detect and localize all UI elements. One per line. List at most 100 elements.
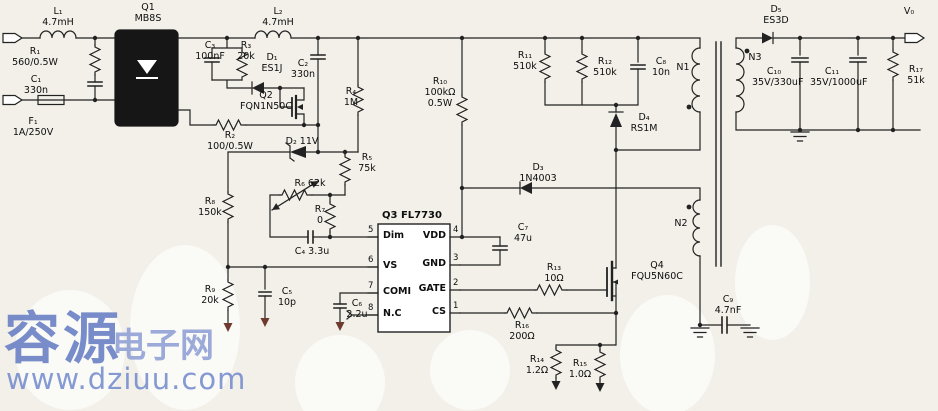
resistor-r4-symbol: [352, 37, 364, 153]
ground-symbol-aux: [690, 327, 710, 338]
capacitor-c9-symbol: [721, 316, 728, 334]
bridge-rectifier-q1-symbol: [114, 29, 179, 127]
capacitor-c10-symbol: [791, 57, 809, 63]
resistor-r12-symbol: [576, 51, 588, 83]
wires-secondary: [735, 37, 921, 131]
capacitor-c8-symbol: [630, 64, 646, 70]
label-v0: V₀: [903, 6, 915, 17]
junction-dots: [92, 35, 896, 348]
ic-title: Q3 FL7730: [382, 210, 442, 221]
background-blob: [735, 225, 810, 340]
ic-pin-number-8: 8: [368, 303, 374, 313]
output-terminal: [904, 32, 925, 44]
mosfet-q2-symbol: [279, 87, 305, 126]
ground-symbol-c10: [790, 131, 810, 142]
wires-damper: [177, 37, 319, 126]
capacitor-c4-symbol: [307, 230, 314, 244]
wires-vdd: [459, 37, 701, 266]
resistor-r17-symbol: [887, 49, 899, 81]
ic-pin-number-7: 7: [368, 281, 374, 291]
background-blob: [620, 295, 715, 411]
wires-gate-cs: [459, 289, 617, 384]
background-blob: [130, 245, 240, 410]
ic-q3-symbol: [367, 223, 461, 333]
ic-pin-number-4: 4: [453, 225, 459, 235]
capacitor-c3-symbol: [204, 47, 220, 81]
chassis-arrow-c6: [335, 322, 345, 331]
fuse-f1-symbol: [37, 94, 65, 106]
chassis-arrow-r9: [223, 323, 233, 332]
label-d2: D₂ 11V: [285, 136, 319, 147]
resistor-r16-symbol: [504, 307, 538, 319]
chassis-arrow-r15: [595, 383, 605, 392]
label-c4: C₄ 3.3u: [294, 246, 330, 257]
background-blob: [430, 330, 510, 410]
capacitor-c6-symbol: [333, 303, 347, 309]
label-r6: R₆ 62k: [294, 178, 326, 189]
resistor-r2-symbol: [213, 119, 247, 131]
capacitor-c11-symbol: [849, 57, 867, 63]
input-terminal-top: [2, 32, 23, 44]
ic-pin-vs: VS: [383, 260, 398, 271]
diode-d1-symbol: [251, 81, 264, 95]
rc-damper-r1c1-symbol: [87, 37, 103, 101]
mosfet-q4-symbol: [606, 260, 618, 302]
resistor-r13-symbol: [534, 284, 568, 296]
zener-d2-symbol: [285, 142, 306, 162]
diode-d4-symbol: [608, 111, 624, 127]
watermark-brand2: 电子网: [112, 326, 214, 366]
inductor-l1-symbol: [39, 30, 77, 39]
label-n3: N3: [748, 52, 762, 63]
ic-pin-number-2: 2: [453, 278, 459, 288]
capacitor-c7-symbol: [492, 245, 508, 251]
watermark-url: www.dziuu.com: [6, 362, 247, 396]
resistor-r15-symbol: [594, 349, 606, 381]
label-n1: N1: [676, 62, 690, 73]
ground-symbol-c9: [740, 327, 760, 338]
capacitor-c5-symbol: [258, 291, 272, 297]
transformer-symbol: [686, 41, 750, 267]
ic-pin-vdd: VDD: [422, 230, 446, 241]
ic-pin-nc: N.C: [383, 308, 402, 319]
resistor-r5-symbol: [339, 151, 351, 196]
ic-pin-dim: Dim: [383, 230, 405, 241]
wires-aux-ground: [699, 255, 751, 326]
ic-pin-number-6: 6: [368, 255, 374, 265]
ic-pin-comi: COMI: [383, 286, 412, 297]
ic-pin-gnd: GND: [422, 258, 446, 269]
background-blob: [295, 335, 385, 411]
chassis-arrow-r14: [551, 381, 561, 390]
ic-pin-cs: CS: [432, 306, 446, 317]
chassis-arrow-c5: [260, 318, 270, 327]
